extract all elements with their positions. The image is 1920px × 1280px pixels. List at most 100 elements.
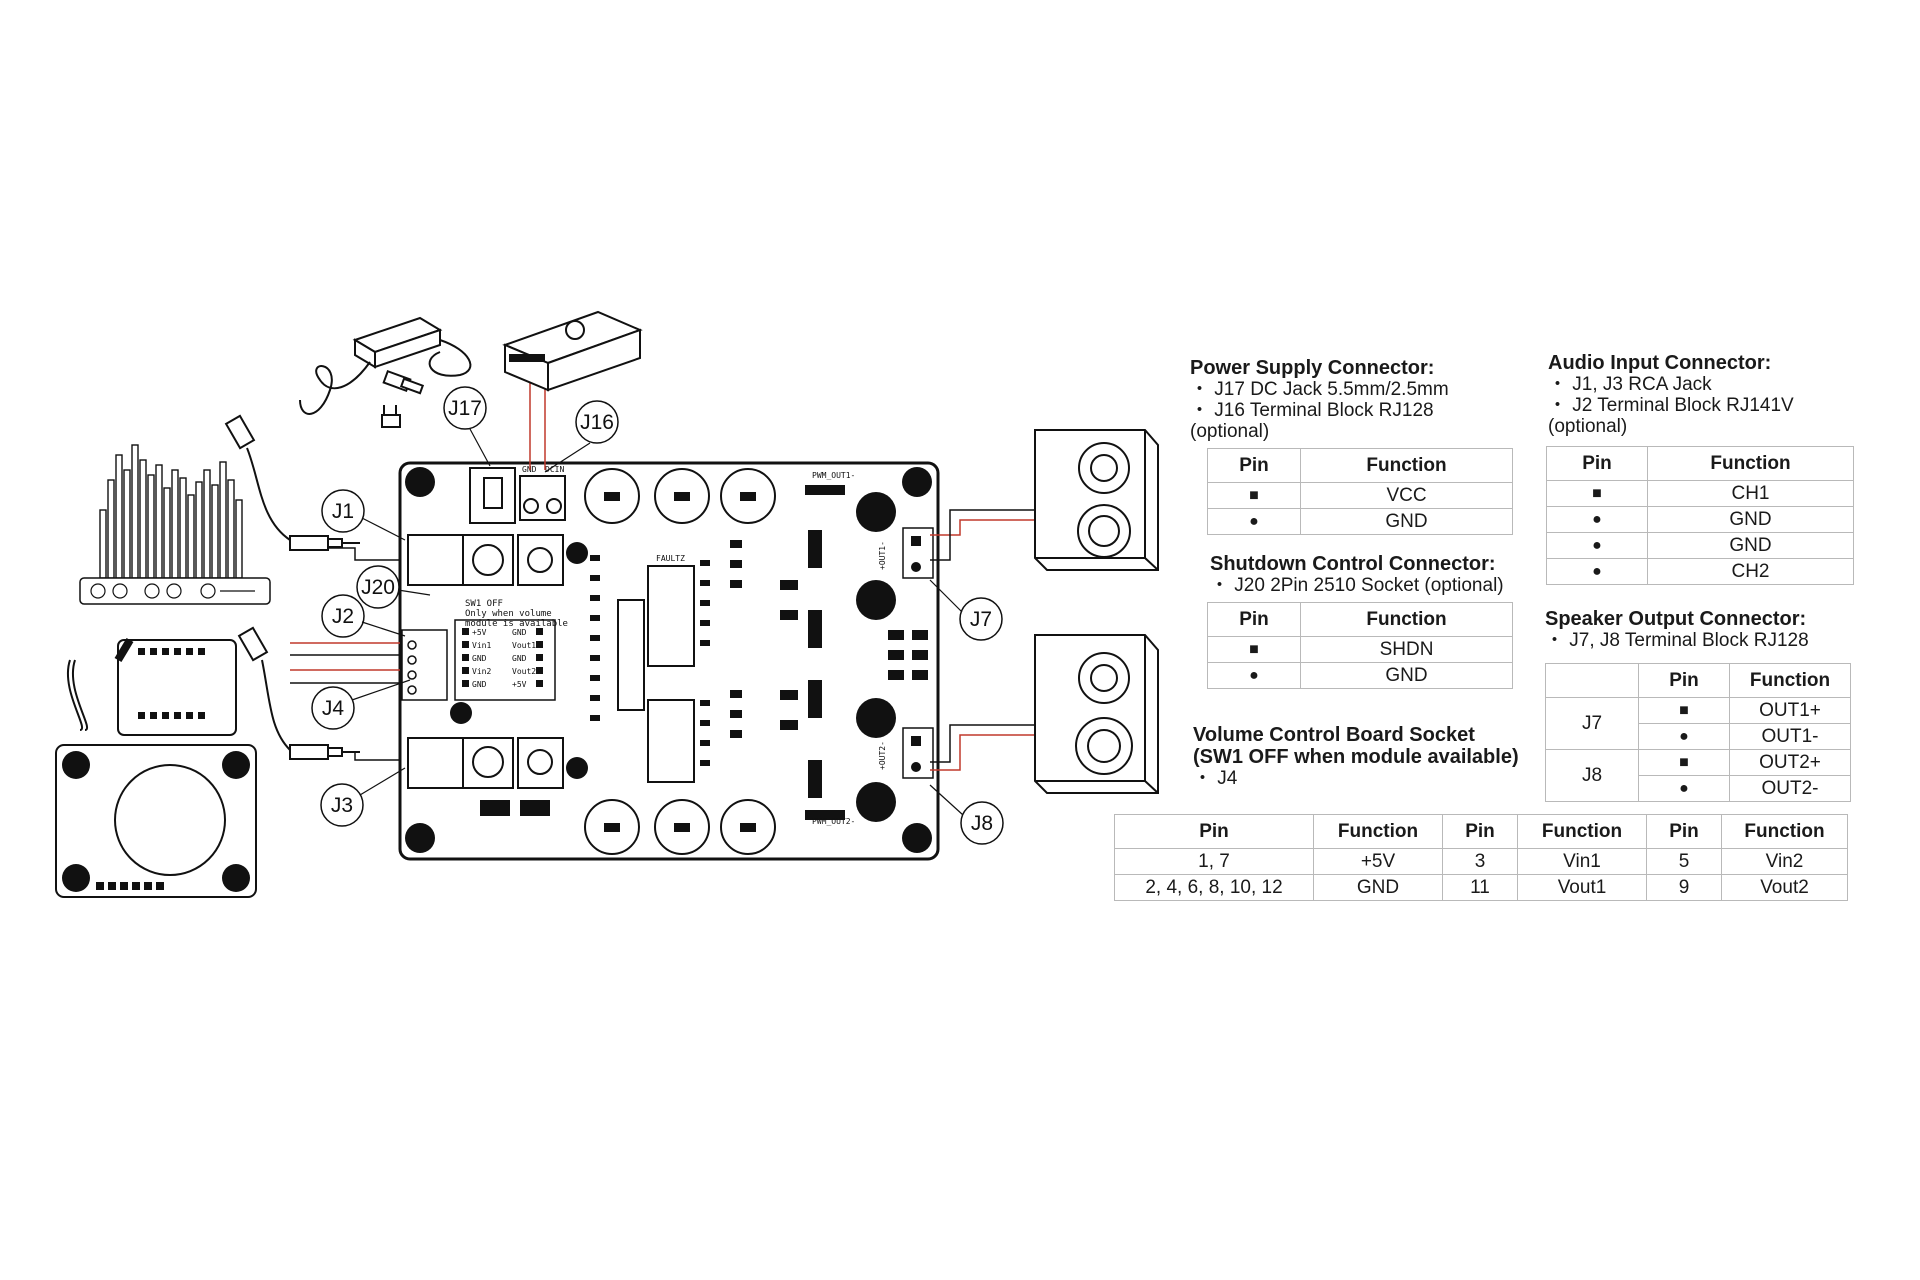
label-j4: J4 — [322, 697, 345, 720]
label-j3: J3 — [331, 794, 353, 817]
out2-label: +OUT2- — [878, 741, 887, 770]
function-cell: SHDN — [1300, 636, 1513, 663]
amplifier-pcb: GND DCIN SW1 OFF Only when volume module… — [398, 461, 940, 861]
pin-cell: ■ — [1638, 749, 1730, 776]
j4-pin-label: GND — [472, 654, 487, 663]
sw1-note-line-3: module is available — [465, 619, 568, 629]
speaker-icon-right-channel — [1034, 634, 1159, 794]
table-row: ●GND — [1207, 662, 1513, 689]
speaker-output-line: ・ J7, J8 Terminal Block RJ128 — [1545, 630, 1809, 651]
sw1-note-line-1: SW1 OFF — [465, 599, 503, 609]
pin-cell: ■ — [1546, 480, 1648, 507]
power-supply-line: ・ J17 DC Jack 5.5mm/2.5mm — [1190, 379, 1449, 400]
volume-control-title: Volume Control Board Socket — [1193, 724, 1475, 746]
volume-control-section: Volume Control Board Socket (SW1 OFF whe… — [1193, 724, 1519, 789]
table-header — [1545, 663, 1639, 698]
pin-cell: ■ — [1207, 482, 1301, 509]
pin-cell: ■ — [1207, 636, 1301, 663]
j4-pin-label: Vout2 — [512, 667, 536, 676]
table-row: ●GND — [1207, 508, 1513, 535]
table-row: ●CH2 — [1546, 558, 1854, 585]
table-row: ● OUT1- — [1546, 723, 1851, 750]
table-row: J7 ■ OUT1+ — [1545, 697, 1851, 750]
table-header: Pin — [1114, 814, 1314, 849]
label-j17: J17 — [448, 397, 482, 420]
label-j20: J20 — [361, 576, 395, 599]
j4-pin-label: +5V — [472, 628, 487, 637]
table-header: Pin — [1646, 814, 1722, 849]
label-j1: J1 — [332, 500, 354, 523]
table-header: Function — [1729, 663, 1851, 698]
table-cell: Vin1 — [1517, 848, 1647, 875]
table-header: Function — [1721, 814, 1848, 849]
function-cell: GND — [1300, 508, 1513, 535]
table-cell: 2, 4, 6, 8, 10, 12 — [1114, 874, 1314, 901]
table-row: 1, 7 +5V 3 Vin1 5 Vin2 — [1114, 848, 1848, 875]
volume-control-subtitle: (SW1 OFF when module available) — [1193, 746, 1519, 768]
speaker-icon-left-channel — [1034, 429, 1159, 571]
table-cell: +5V — [1313, 848, 1443, 875]
power-supply-line: ・ J16 Terminal Block RJ128 — [1190, 400, 1434, 421]
power-adapter-icon — [299, 316, 472, 428]
pcb-terminal-dcin-label: DCIN — [545, 465, 564, 474]
pwm-out1-label: PWM_OUT1- — [812, 471, 855, 480]
j4-pin-label: Vout1 — [512, 641, 536, 650]
group-cell: J8 — [1545, 749, 1639, 802]
volume-control-board-icon — [55, 637, 257, 898]
table-header: Function — [1517, 814, 1647, 849]
table-header: Pin — [1546, 446, 1648, 481]
shutdown-section: Shutdown Control Connector: ・ J20 2Pin 2… — [1210, 553, 1504, 596]
pin-cell: ● — [1546, 558, 1648, 585]
faultz-label: FAULTZ — [656, 554, 685, 563]
j4-pin-label: GND — [512, 628, 527, 637]
label-j2: J2 — [332, 605, 354, 628]
j4-pin-label: GND — [472, 680, 487, 689]
speaker-output-section: Speaker Output Connector: ・ J7, J8 Termi… — [1545, 608, 1809, 651]
power-supply-line: (optional) — [1190, 421, 1270, 442]
pin-cell: ● — [1638, 723, 1730, 750]
function-cell: OUT1+ — [1729, 697, 1851, 724]
table-header: Pin — [1207, 602, 1301, 637]
shutdown-title: Shutdown Control Connector: — [1210, 553, 1496, 575]
speaker-output-title: Speaker Output Connector: — [1545, 608, 1807, 630]
table-header: Pin — [1207, 448, 1301, 483]
table-cell: 11 — [1442, 874, 1518, 901]
volume-control-line: ・ J4 — [1193, 768, 1238, 789]
group-cell: J7 — [1545, 697, 1639, 750]
audio-input-section: Audio Input Connector: ・ J1, J3 RCA Jack… — [1548, 352, 1794, 437]
pwm-out2-label: PWM_OUT2- — [812, 817, 855, 826]
switching-power-supply-icon — [502, 310, 643, 392]
connector-callouts: J1 J2 J3 J4 J20 J17 J16 J7 J8 — [311, 386, 1004, 845]
table-row: ●GND — [1546, 532, 1854, 559]
function-cell: OUT1- — [1729, 723, 1851, 750]
out1-label: +OUT1- — [878, 541, 887, 570]
function-cell: GND — [1300, 662, 1513, 689]
table-header: Function — [1647, 446, 1854, 481]
audio-input-line: ・ J2 Terminal Block RJ141V — [1548, 395, 1794, 416]
function-cell: GND — [1647, 532, 1854, 559]
table-row: 2, 4, 6, 8, 10, 12 GND 11 Vout1 9 Vout2 — [1114, 874, 1848, 901]
table-cell: 5 — [1646, 848, 1722, 875]
speaker-output-table: Pin Function J7 ■ OUT1+ ● OUT1- J8 ■ OUT… — [1545, 663, 1851, 802]
table-cell: 1, 7 — [1114, 848, 1314, 875]
function-cell: CH2 — [1647, 558, 1854, 585]
table-row: ●GND — [1546, 506, 1854, 533]
table-cell: 9 — [1646, 874, 1722, 901]
audio-input-line: ・ J1, J3 RCA Jack — [1548, 374, 1712, 395]
pin-cell: ● — [1207, 662, 1301, 689]
table-cell: GND — [1313, 874, 1443, 901]
table-header: Pin — [1638, 663, 1730, 698]
function-cell: VCC — [1300, 482, 1513, 509]
pin-cell: ● — [1638, 775, 1730, 802]
table-cell: Vout1 — [1517, 874, 1647, 901]
label-j7: J7 — [970, 608, 992, 631]
power-supply-title: Power Supply Connector: — [1190, 357, 1435, 379]
shutdown-line: ・ J20 2Pin 2510 Socket (optional) — [1210, 575, 1504, 596]
pin-cell: ● — [1207, 508, 1301, 535]
pin-cell: ● — [1546, 532, 1648, 559]
table-row: J8 ■ OUT2+ — [1545, 749, 1851, 802]
